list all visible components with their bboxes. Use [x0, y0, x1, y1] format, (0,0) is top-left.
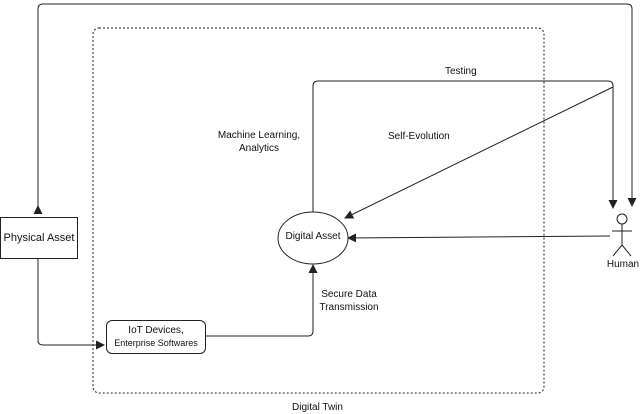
physical-iot-connector — [33, 251, 105, 350]
ml-analytics-line2: Analytics — [238, 143, 279, 154]
secure-data-line2: Transmission — [319, 302, 379, 313]
digital-asset-label: Digital Asset — [285, 231, 341, 242]
iot-devices-box: IoT Devices, Enterprise Softwares — [106, 320, 206, 354]
iot-devices-label-line2: Enterprise Softwares — [114, 338, 198, 348]
self-evolution-arrow — [344, 86, 614, 219]
ml-analytics-label: Machine Learning, Analytics — [205, 129, 313, 155]
physical-asset-box: Physical Asset — [0, 217, 78, 259]
connector-physical-human — [33, 3, 637, 214]
ml-analytics-line1: Machine Learning, — [217, 130, 301, 141]
iot-digital-asset-connector — [198, 264, 318, 341]
human-to-digital-asset-arrow — [347, 233, 611, 243]
secure-data-line1: Secure Data — [321, 289, 377, 300]
testing-arrow — [312, 80, 618, 212]
physical-asset-label: Physical Asset — [3, 232, 75, 244]
self-evolution-label: Self-Evolution — [388, 131, 450, 142]
digital-asset-ellipse — [277, 211, 349, 265]
digital-twin-label: Digital Twin — [292, 402, 343, 413]
testing-label: Testing — [445, 66, 477, 77]
iot-devices-label-line1: IoT Devices, — [128, 325, 184, 336]
human-label: Human — [606, 259, 640, 270]
human-actor-icon — [612, 213, 632, 257]
secure-data-label: Secure Data Transmission — [317, 288, 381, 314]
